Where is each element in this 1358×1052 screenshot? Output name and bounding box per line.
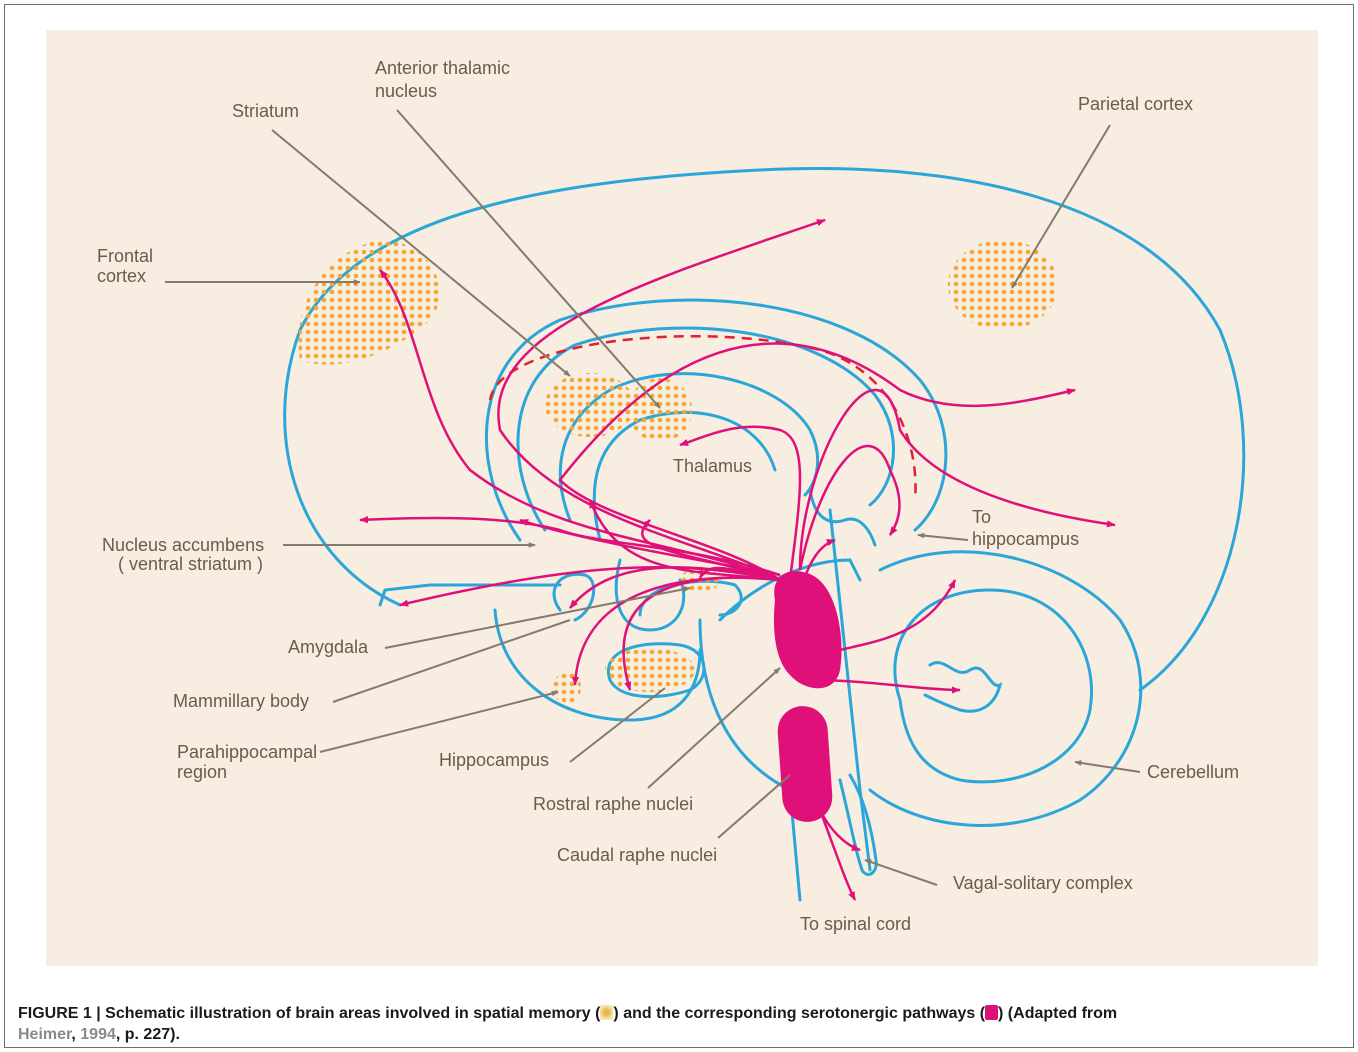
parietal-cortex-region [948,240,1058,330]
caption-part-1: FIGURE 1 | Schematic illustration of bra… [18,1005,600,1022]
label-mammillary-body: Mammillary body [173,691,309,711]
caudal-raphe-nuclei [776,704,834,823]
label-hippocampus: Hippocampus [439,750,549,770]
reference-author-link[interactable]: Heimer [18,1026,71,1043]
caption-part-4: , p. 227). [116,1026,180,1043]
striatum-region [545,373,635,437]
caption-part-3: ) (Adapted from [998,1005,1117,1022]
label-rostral-raphe: Rostral raphe nuclei [533,794,693,814]
label-nucleus-accumbens-1: Nucleus accumbens [102,535,264,555]
label-parahippocampal-1: Parahippocampal [177,742,317,762]
label-frontal-cortex-1: Frontal [97,246,153,266]
anterior-thalamic-region [628,378,692,442]
reference-year-link[interactable]: 1994 [80,1026,116,1043]
caption-part-2: ) and the corresponding serotonergic pat… [613,1005,985,1022]
label-frontal-cortex-2: cortex [97,266,146,286]
label-thalamus: Thalamus [673,456,752,476]
label-striatum: Striatum [232,101,299,121]
label-anterior-thalamic-1: Anterior thalamic [375,58,510,78]
label-parahippocampal-2: region [177,762,227,782]
memory-swatch-icon [600,1005,613,1020]
caption-comma: , [71,1026,80,1043]
label-vagal-solitary: Vagal-solitary complex [953,873,1133,893]
brain-diagram: Anterior thalamic nucleus Striatum Parie… [46,30,1318,966]
label-to-hippocampus-2: hippocampus [972,529,1079,549]
label-to-spinal-cord: To spinal cord [800,914,911,934]
label-cerebellum: Cerebellum [1147,762,1239,782]
label-parietal-cortex: Parietal cortex [1078,94,1193,114]
hippocampus-region [605,648,695,692]
label-to-hippocampus-1: To [972,507,991,527]
label-caudal-raphe: Caudal raphe nuclei [557,845,717,865]
pathway-swatch-icon [985,1005,998,1020]
label-amygdala: Amygdala [288,637,369,657]
panel-background [46,30,1318,966]
label-nucleus-accumbens-2: ( ventral striatum ) [118,554,263,574]
figure-caption: FIGURE 1 | Schematic illustration of bra… [18,1003,1338,1045]
label-anterior-thalamic-2: nucleus [375,81,437,101]
